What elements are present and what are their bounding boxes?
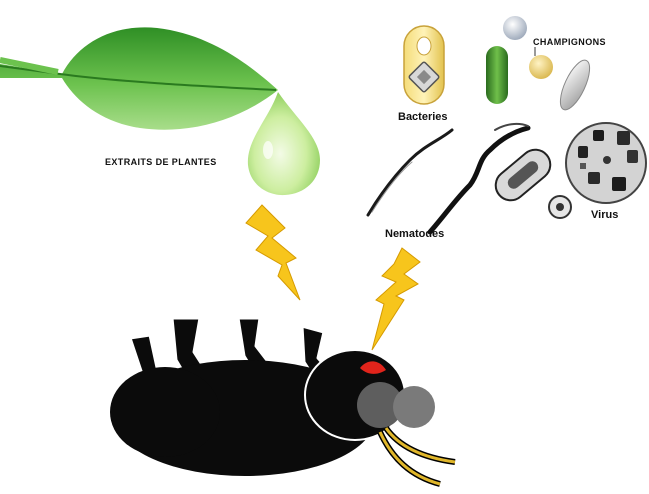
bacteria-label: Bacteries	[398, 111, 448, 123]
plant-extracts-label: EXTRAITS DE PLANTES	[105, 157, 217, 167]
leaf-icon	[0, 27, 278, 129]
virus-label: Virus	[591, 209, 618, 221]
capsule-cell-icon	[490, 144, 571, 218]
dead-insect-icon	[110, 318, 455, 484]
fungi-label: CHAMPIGNONS	[533, 37, 606, 47]
virus-icon	[566, 123, 646, 203]
fungi-icon	[486, 16, 595, 114]
bacteria-icon	[404, 26, 444, 104]
lightning-bolt-icon	[246, 205, 420, 350]
water-drop-icon	[248, 92, 320, 195]
nematodes-label: Nematodes	[385, 228, 444, 240]
